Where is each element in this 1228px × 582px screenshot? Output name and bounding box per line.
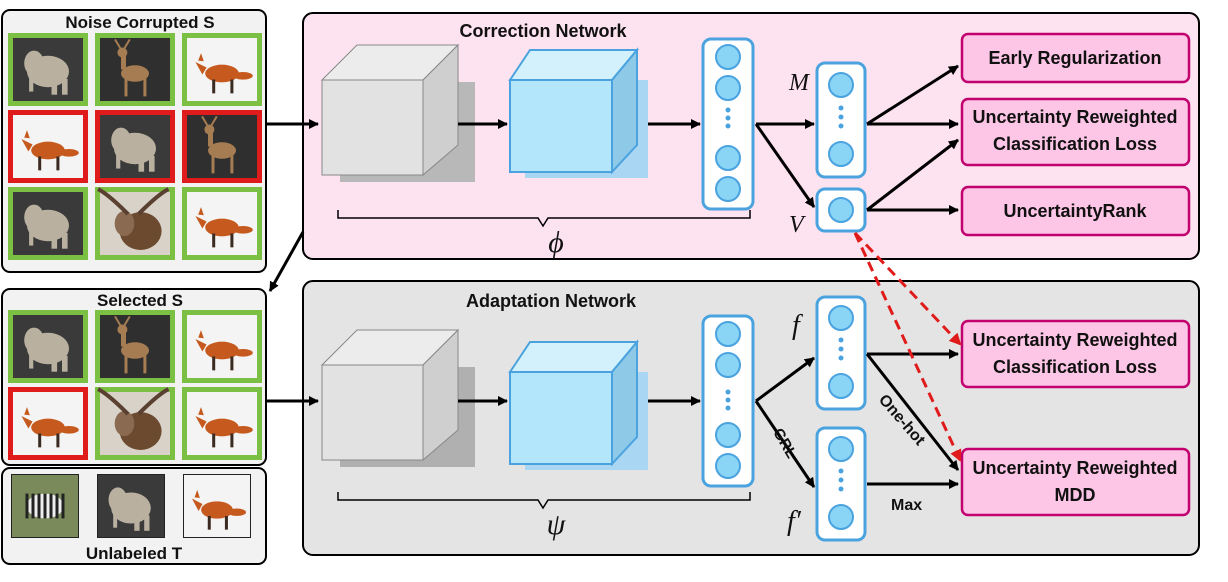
phi-brace bbox=[337, 210, 751, 228]
f-head-vector bbox=[815, 295, 867, 411]
unlabeled-panel: Unlabeled T bbox=[1, 467, 267, 565]
image-thumbnail-moose bbox=[95, 387, 175, 460]
image-thumbnail-fox bbox=[8, 110, 88, 183]
image-thumbnail-fox bbox=[8, 387, 88, 460]
correction-loss-line2: Classification Loss bbox=[993, 134, 1157, 154]
noise-corrupted-title: Noise Corrupted S bbox=[65, 13, 214, 32]
adaptation-network-panel: Adaptation Network bbox=[302, 280, 1200, 556]
mdd-line1: Uncertainty Reweighted bbox=[972, 458, 1177, 478]
uncertainty-to-mdd-dashed-arrow bbox=[853, 232, 962, 462]
unlabeled-grid bbox=[11, 474, 251, 538]
image-thumbnail-deer bbox=[95, 310, 175, 383]
noise-corrupted-panel: Noise Corrupted S bbox=[1, 9, 267, 273]
image-thumbnail-elephant bbox=[8, 310, 88, 383]
selected-panel: Selected S bbox=[1, 288, 267, 466]
adaptation-network-title: Adaptation Network bbox=[466, 291, 637, 311]
uncertainty-rank-box: UncertaintyRank bbox=[960, 185, 1191, 237]
unlabeled-title: Unlabeled T bbox=[86, 544, 183, 563]
psi-symbol: ψ bbox=[547, 508, 567, 541]
f-prime-head-label: f′ bbox=[787, 506, 802, 537]
noise-corrupted-grid bbox=[8, 33, 262, 260]
image-thumbnail-zebra bbox=[11, 474, 79, 538]
image-thumbnail-elephant bbox=[8, 33, 88, 106]
image-thumbnail-fox bbox=[182, 33, 262, 106]
mdd-line2: MDD bbox=[1055, 485, 1096, 505]
adaptation-loss-line2: Classification Loss bbox=[993, 357, 1157, 377]
f-head-label: f bbox=[792, 310, 803, 341]
image-thumbnail-deer bbox=[95, 33, 175, 106]
image-thumbnail-fox bbox=[183, 474, 251, 538]
adaptation-feature-cube bbox=[508, 339, 648, 470]
mdd-box: Uncertainty Reweighted MDD bbox=[960, 447, 1191, 517]
correction-to-selected-arrow bbox=[268, 231, 305, 292]
image-thumbnail-elephant bbox=[97, 474, 165, 538]
adaptation-feature-vector bbox=[701, 314, 755, 488]
v-head-label: V bbox=[789, 212, 806, 238]
early-regularization-label: Early Regularization bbox=[988, 48, 1161, 68]
correction-encoder-cube bbox=[320, 43, 475, 182]
image-thumbnail-moose bbox=[95, 187, 175, 260]
f-prime-head-vector bbox=[815, 426, 867, 542]
correction-network-panel: Correction Network bbox=[302, 12, 1200, 260]
image-thumbnail-deer bbox=[182, 110, 262, 183]
correction-network-title: Correction Network bbox=[459, 21, 627, 41]
adaptation-loss-line1: Uncertainty Reweighted bbox=[972, 330, 1177, 350]
selected-title: Selected S bbox=[97, 291, 183, 310]
uncertainty-to-classification-dashed-arrow bbox=[853, 231, 962, 346]
selected-grid bbox=[8, 310, 262, 460]
correction-classification-loss-box: Uncertainty Reweighted Classification Lo… bbox=[960, 97, 1191, 167]
image-thumbnail-fox bbox=[182, 387, 262, 460]
correction-loss-line1: Uncertainty Reweighted bbox=[972, 107, 1177, 127]
m-head-vector bbox=[815, 61, 867, 179]
uncertainty-rank-label: UncertaintyRank bbox=[1003, 201, 1147, 221]
adaptation-classification-loss-box: Uncertainty Reweighted Classification Lo… bbox=[960, 319, 1191, 389]
early-regularization-box: Early Regularization bbox=[960, 32, 1191, 84]
m-head-label: M bbox=[788, 70, 811, 96]
image-thumbnail-fox bbox=[182, 187, 262, 260]
correction-feature-vector bbox=[701, 37, 755, 211]
image-thumbnail-elephant bbox=[8, 187, 88, 260]
phi-symbol: ϕ bbox=[548, 226, 564, 259]
adaptation-encoder-cube bbox=[320, 328, 475, 467]
image-thumbnail-elephant bbox=[95, 110, 175, 183]
correction-feature-cube bbox=[508, 47, 648, 178]
v-head-vector bbox=[815, 187, 867, 233]
image-thumbnail-fox bbox=[182, 310, 262, 383]
psi-brace bbox=[337, 492, 751, 510]
max-label: Max bbox=[891, 497, 922, 514]
